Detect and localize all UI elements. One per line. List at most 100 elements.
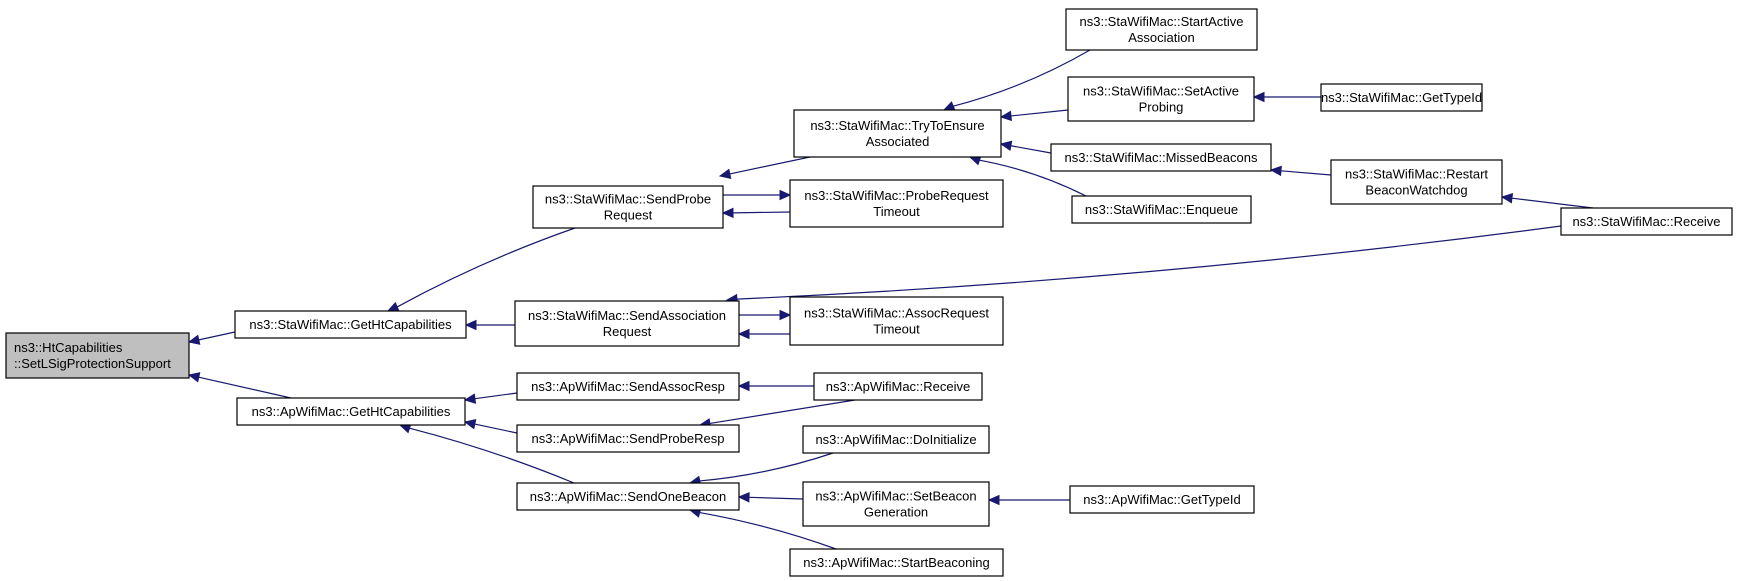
- node-ap-ght-box: [236, 397, 466, 426]
- node-sta-prt-label-1: Timeout: [873, 204, 920, 219]
- edge-sta-sap-to-sta-tte-arrowhead: [999, 110, 1012, 122]
- node-sta-saa-label-0: ns3::StaWifiMac::StartActive: [1080, 14, 1244, 29]
- node-sta-tte-label-0: ns3::StaWifiMac::TryToEnsure: [810, 118, 984, 133]
- node-ap-gti-label-0: ns3::ApWifiMac::GetTypeId: [1083, 492, 1241, 507]
- node-sta-prt-box: [789, 179, 1004, 228]
- node-ap-recv-label-0: ns3::ApWifiMac::Receive: [826, 379, 971, 394]
- node-ap-gti[interactable]: ns3::ApWifiMac::GetTypeId: [1069, 485, 1255, 514]
- node-sta-prt-label-0: ns3::StaWifiMac::ProbeRequest: [804, 188, 989, 203]
- node-ap-ght-label-0: ns3::ApWifiMac::GetHtCapabilities: [252, 404, 451, 419]
- node-ap-spr-label-0: ns3::ApWifiMac::SendProbeResp: [532, 431, 725, 446]
- node-sta-mb-box: [1050, 143, 1272, 172]
- edge-sta-art-to-sta-sar-arrowhead: [737, 328, 750, 340]
- node-sta-enq[interactable]: ns3::StaWifiMac::Enqueue: [1071, 195, 1252, 224]
- edge-ap-gti-to-ap-sbg-arrowhead: [987, 494, 1000, 506]
- node-sta-spr-label-0: ns3::StaWifiMac::SendProbe: [545, 192, 711, 207]
- node-ap-gti-box: [1069, 485, 1255, 514]
- node-ap-ght[interactable]: ns3::ApWifiMac::GetHtCapabilities: [236, 397, 466, 426]
- node-root-label-0: ns3::HtCapabilities: [14, 340, 123, 355]
- node-ap-spr-box: [516, 424, 740, 453]
- node-ap-stb[interactable]: ns3::ApWifiMac::StartBeaconing: [789, 548, 1004, 577]
- node-ap-sar-label-0: ns3::ApWifiMac::SendAssocResp: [531, 379, 725, 394]
- edge-sta-prt-to-sta-spr: [732, 211, 791, 214]
- node-sta-ght-box: [234, 310, 467, 339]
- edge-sta-spr-to-sta-prt-arrowhead: [779, 189, 792, 201]
- node-ap-sbg-label-1: Generation: [864, 505, 928, 520]
- node-root-label-1: ::SetLSigProtectionSupport: [14, 356, 171, 371]
- node-ap-spr[interactable]: ns3::ApWifiMac::SendProbeResp: [516, 424, 740, 453]
- node-sta-enq-box: [1071, 195, 1252, 224]
- node-sta-sar-box: [514, 300, 740, 347]
- node-sta-sar-label-1: Request: [603, 324, 652, 339]
- node-sta-art-label-0: ns3::StaWifiMac::AssocRequest: [804, 306, 989, 321]
- node-ap-sbg-box: [802, 481, 990, 527]
- node-ap-sar[interactable]: ns3::ApWifiMac::SendAssocResp: [516, 372, 740, 401]
- node-ap-doi-label-0: ns3::ApWifiMac::DoInitialize: [815, 432, 976, 447]
- edge-sta-ght-to-root-arrowhead: [187, 334, 201, 345]
- node-sta-enq-label-0: ns3::StaWifiMac::Enqueue: [1085, 202, 1238, 217]
- node-sta-saa-box: [1065, 8, 1258, 51]
- edge-ap-sbg-to-ap-sob-arrowhead: [737, 492, 750, 503]
- edge-ap-ght-to-root-arrowhead: [187, 372, 201, 383]
- edge-ap-recv-to-ap-spr: [709, 399, 856, 425]
- node-ap-sob-box: [516, 482, 740, 511]
- edge-sta-gti-to-sta-sap-arrowhead: [1252, 91, 1265, 103]
- edge-sta-tte-to-sta-spr: [729, 156, 811, 175]
- node-sta-recv[interactable]: ns3::StaWifiMac::Receive: [1560, 207, 1733, 236]
- edge-sta-sar-to-sta-ght-arrowhead: [464, 319, 477, 331]
- edge-ap-stb-to-ap-sob: [699, 511, 837, 550]
- node-ap-recv-box: [813, 372, 983, 401]
- edge-sta-prt-to-sta-spr-arrowhead: [721, 207, 734, 219]
- node-sta-sap-box: [1067, 76, 1255, 122]
- edge-sta-recv-to-sta-sar: [736, 225, 1562, 300]
- node-sta-tte-box: [793, 109, 1002, 158]
- edge-sta-saa-to-sta-tte: [953, 49, 1091, 107]
- edge-sta-tte-to-sta-spr-arrowhead: [718, 168, 732, 179]
- node-sta-rbw-label-1: BeaconWatchdog: [1365, 183, 1467, 198]
- node-sta-mb[interactable]: ns3::StaWifiMac::MissedBeacons: [1050, 143, 1272, 172]
- node-root[interactable]: ns3::HtCapabilities::SetLSigProtectionSu…: [5, 332, 190, 379]
- edge-ap-recv-to-ap-sar-arrowhead: [737, 380, 750, 392]
- node-ap-sbg-label-0: ns3::ApWifiMac::SetBeacon: [815, 489, 976, 504]
- edge-ap-sbg-to-ap-sob: [748, 496, 804, 500]
- node-layer: ns3::HtCapabilities::SetLSigProtectionSu…: [5, 8, 1733, 577]
- node-ap-doi-box: [802, 425, 990, 454]
- node-sta-spr-label-1: Request: [604, 208, 653, 223]
- edge-ap-sar-to-ap-ght: [474, 392, 518, 400]
- node-root-box: [5, 332, 190, 379]
- node-sta-ght-label-0: ns3::StaWifiMac::GetHtCapabilities: [249, 317, 452, 332]
- node-ap-doi[interactable]: ns3::ApWifiMac::DoInitialize: [802, 425, 990, 454]
- node-sta-recv-label-0: ns3::StaWifiMac::Receive: [1572, 214, 1720, 229]
- node-ap-sob-label-0: ns3::ApWifiMac::SendOneBeacon: [530, 489, 727, 504]
- node-sta-gti-label-0: ns3::StaWifiMac::GetTypeId: [1321, 90, 1482, 105]
- edge-sta-rbw-to-sta-mb-arrowhead: [1269, 165, 1282, 177]
- edge-sta-ght-to-root: [198, 331, 236, 341]
- node-sta-saa-label-1: Association: [1128, 30, 1194, 45]
- edge-ap-doi-to-ap-sob: [699, 452, 834, 482]
- node-ap-recv[interactable]: ns3::ApWifiMac::Receive: [813, 372, 983, 401]
- edge-ap-sob-to-ap-ght: [409, 427, 575, 484]
- node-sta-ght[interactable]: ns3::StaWifiMac::GetHtCapabilities: [234, 310, 467, 339]
- node-sta-gti[interactable]: ns3::StaWifiMac::GetTypeId: [1320, 83, 1483, 112]
- edge-ap-sar-to-ap-ght-arrowhead: [463, 393, 477, 404]
- edge-sta-mb-to-sta-tte: [1010, 145, 1052, 154]
- node-ap-sob[interactable]: ns3::ApWifiMac::SendOneBeacon: [516, 482, 740, 511]
- node-sta-rbw-box: [1330, 159, 1503, 205]
- node-sta-recv-box: [1560, 207, 1733, 236]
- node-sta-sar-label-0: ns3::StaWifiMac::SendAssociation: [528, 308, 726, 323]
- node-sta-sap-label-0: ns3::StaWifiMac::SetActive: [1083, 84, 1239, 99]
- node-sta-gti-box: [1320, 83, 1483, 112]
- edge-sta-recv-to-sta-rbw: [1511, 197, 1594, 209]
- edge-sta-mb-to-sta-tte-arrowhead: [999, 140, 1013, 152]
- node-sta-spr-box: [532, 185, 724, 229]
